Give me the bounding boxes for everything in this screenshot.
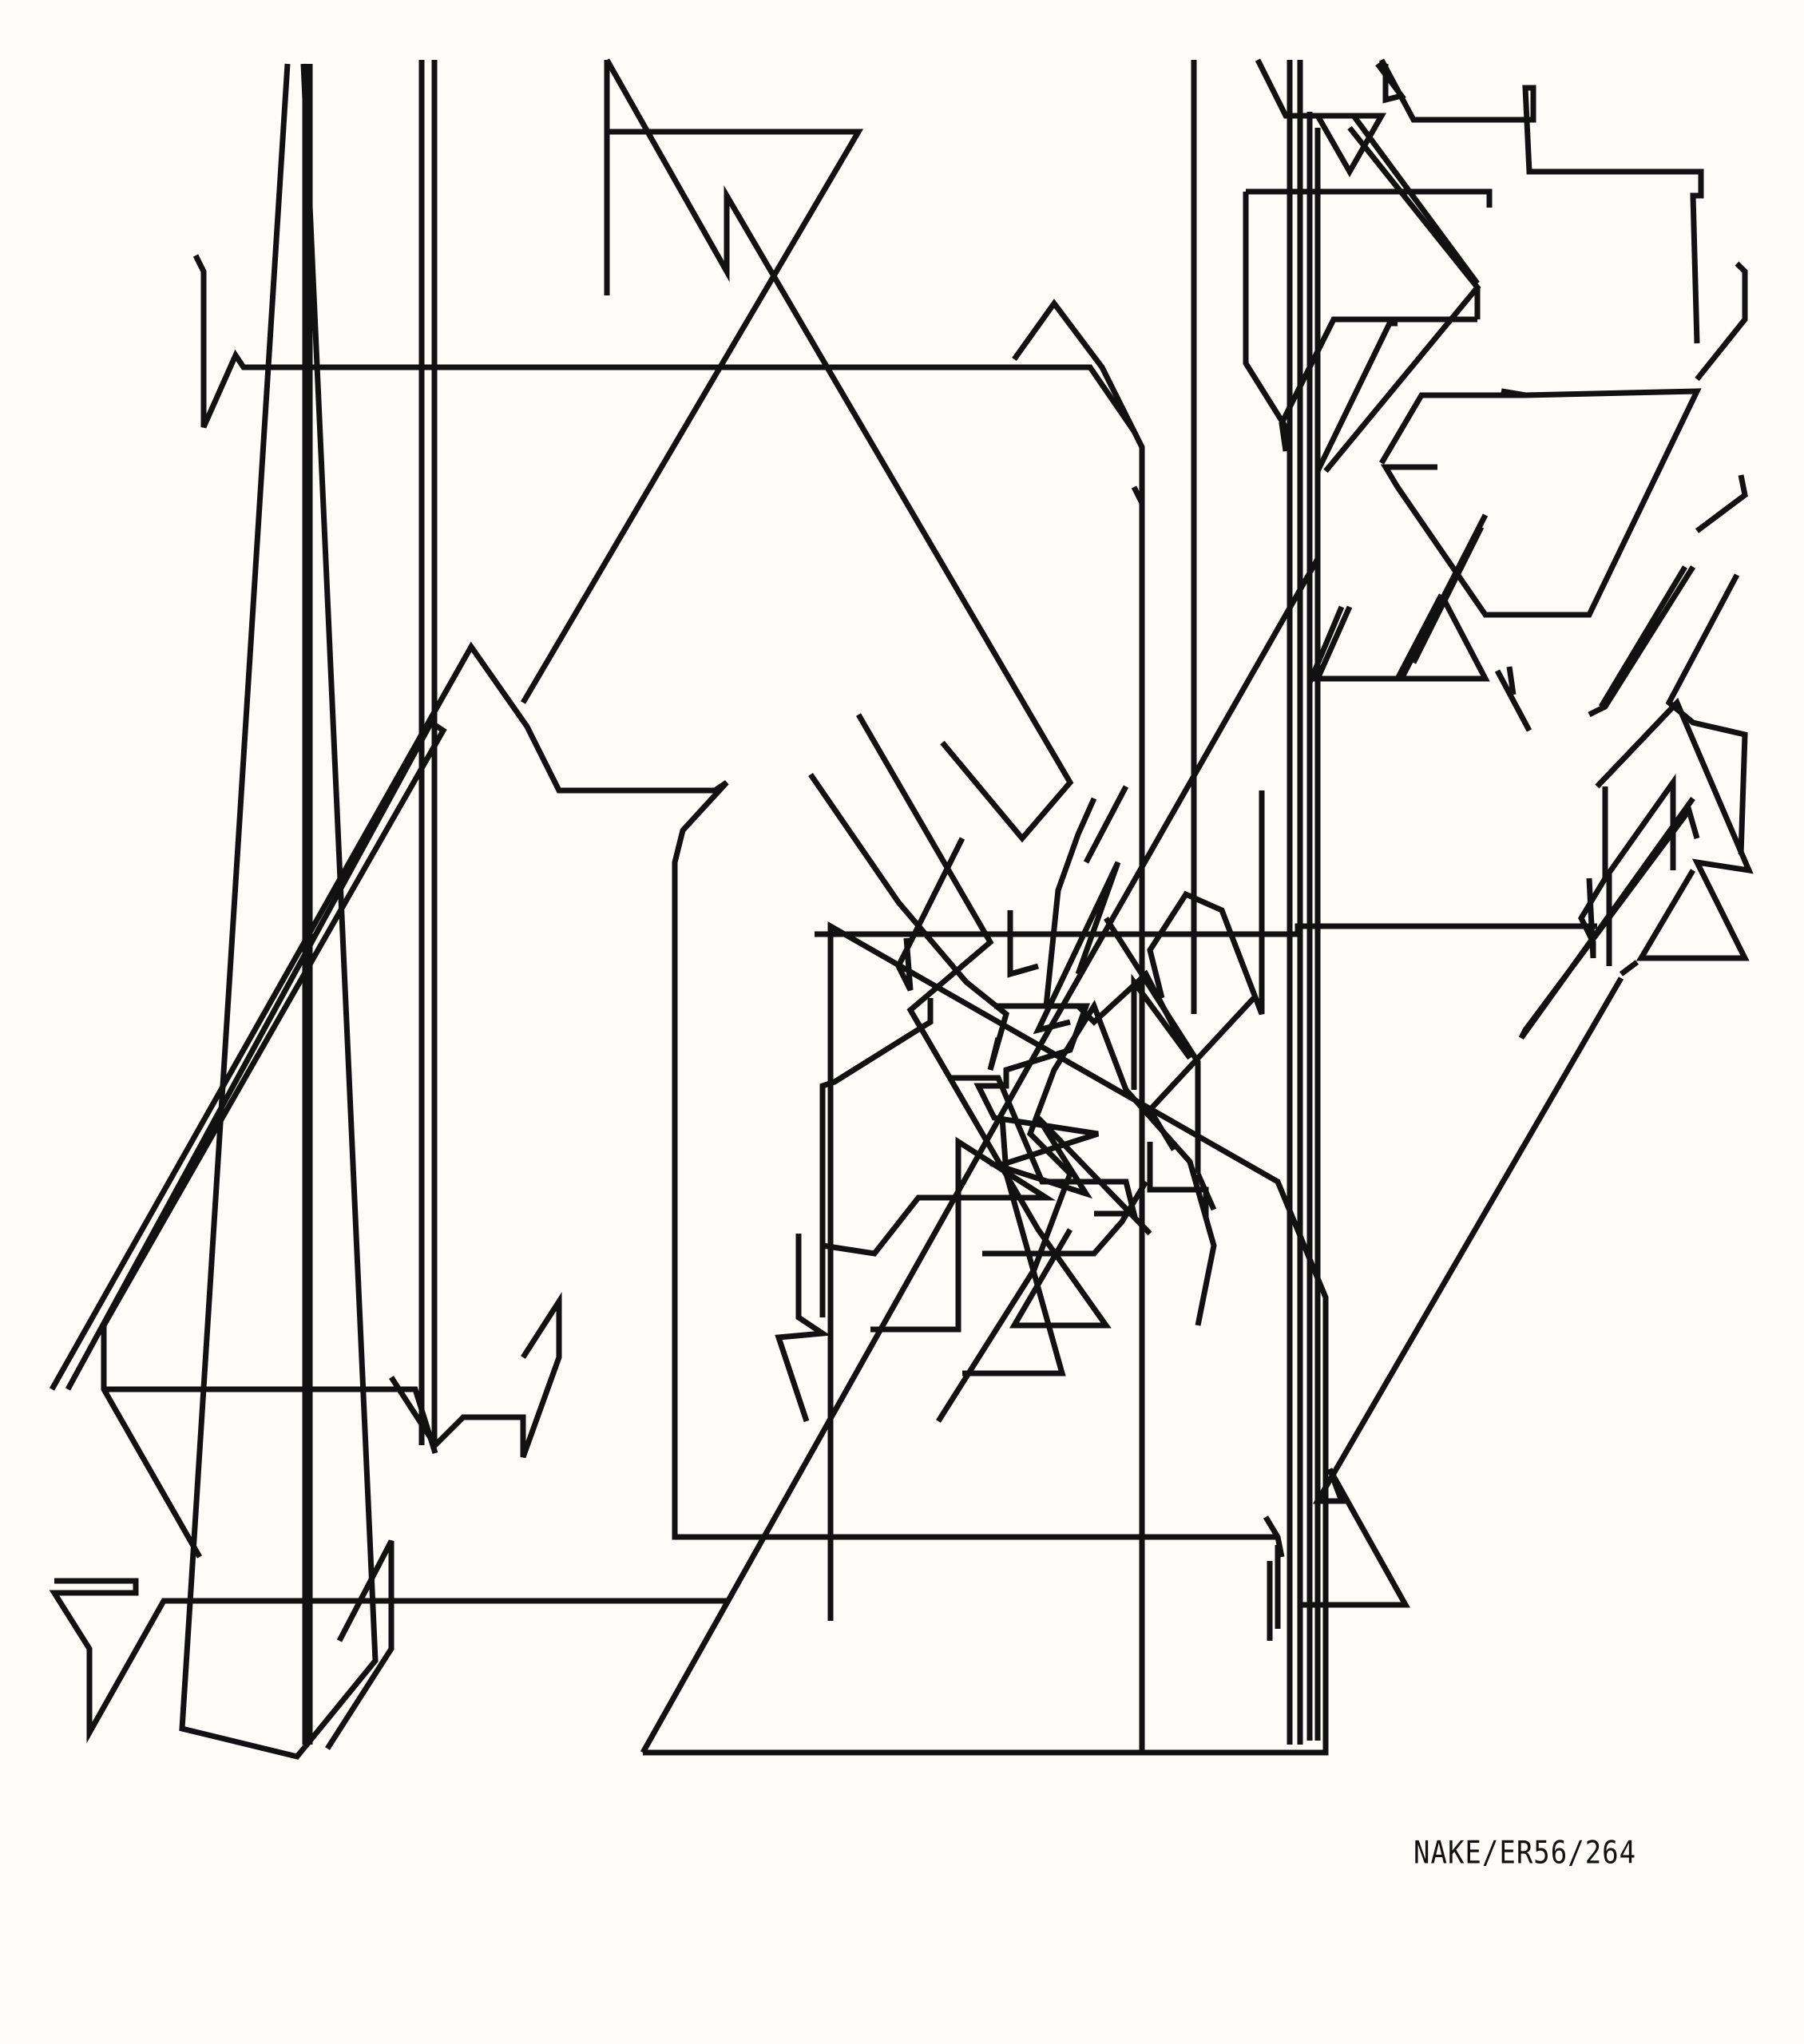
central-cluster	[1147, 790, 1265, 1016]
right-structure	[1255, 58, 1387, 178]
right-structure	[1314, 605, 1353, 680]
central-cluster	[1007, 910, 1039, 978]
right-structure	[1410, 525, 1485, 664]
right-structure	[1306, 605, 1345, 684]
artist-signature: NAKE/ER56/264	[1413, 1835, 1637, 1872]
right-diagonal	[1665, 573, 1748, 855]
central-cluster	[808, 773, 1010, 1071]
bottom-triangle	[815, 923, 1597, 937]
right-diagonal	[1595, 700, 1679, 789]
diagonal-band	[65, 718, 447, 1559]
right-diagonal	[1588, 565, 1695, 718]
bottom-triangle	[640, 557, 1321, 1754]
central-cluster	[895, 837, 965, 992]
central-cluster	[855, 713, 1112, 1329]
right-diagonal	[1494, 669, 1532, 732]
bottom-triangle	[643, 921, 1329, 1756]
right-structure	[1378, 388, 1526, 465]
zigzag-path	[520, 129, 864, 704]
central-cluster	[982, 1180, 1149, 1257]
right-structure	[1695, 474, 1748, 533]
zigzag-path	[604, 58, 1074, 843]
right-diagonal	[1302, 976, 1624, 1608]
central-cluster	[819, 998, 934, 1317]
central-cluster	[1147, 1142, 1209, 1218]
diagonal-band	[49, 641, 1278, 1540]
tall-spike	[179, 63, 379, 1760]
central-cluster	[962, 1117, 1066, 1377]
right-structure	[1393, 593, 1490, 682]
right-structure	[1351, 113, 1480, 286]
right-diagonal	[1619, 960, 1639, 976]
central-cluster	[1146, 996, 1256, 1151]
right-structure	[1378, 58, 1704, 344]
central-cluster	[1195, 1172, 1217, 1211]
central-cluster	[822, 1136, 1057, 1333]
right-structure	[1246, 188, 1493, 208]
right-diagonal	[1602, 774, 1676, 887]
diagonal-band	[104, 1386, 438, 1455]
central-cluster	[1033, 861, 1121, 1035]
hook-path	[192, 254, 1136, 433]
central-cluster	[1083, 785, 1129, 864]
triangle-outline	[1131, 485, 1145, 505]
lower-path	[325, 1539, 395, 1750]
central-cluster	[1076, 969, 1193, 1090]
bottom-left-path	[49, 1578, 727, 1744]
right-diagonal	[1518, 796, 1700, 1040]
right-diagonal	[1506, 666, 1517, 695]
right-diagonal	[1598, 565, 1688, 708]
right-structure	[1375, 61, 1406, 104]
right-structure	[1380, 388, 1702, 618]
central-cluster	[1043, 797, 1097, 1007]
right-structure	[1314, 320, 1398, 473]
triangle-outline	[1012, 299, 1145, 1753]
central-cluster	[775, 1234, 831, 1423]
right-structure	[1310, 513, 1489, 682]
lower-path	[389, 1292, 562, 1459]
right-structure	[1243, 192, 1477, 452]
right-structure	[1695, 261, 1748, 382]
